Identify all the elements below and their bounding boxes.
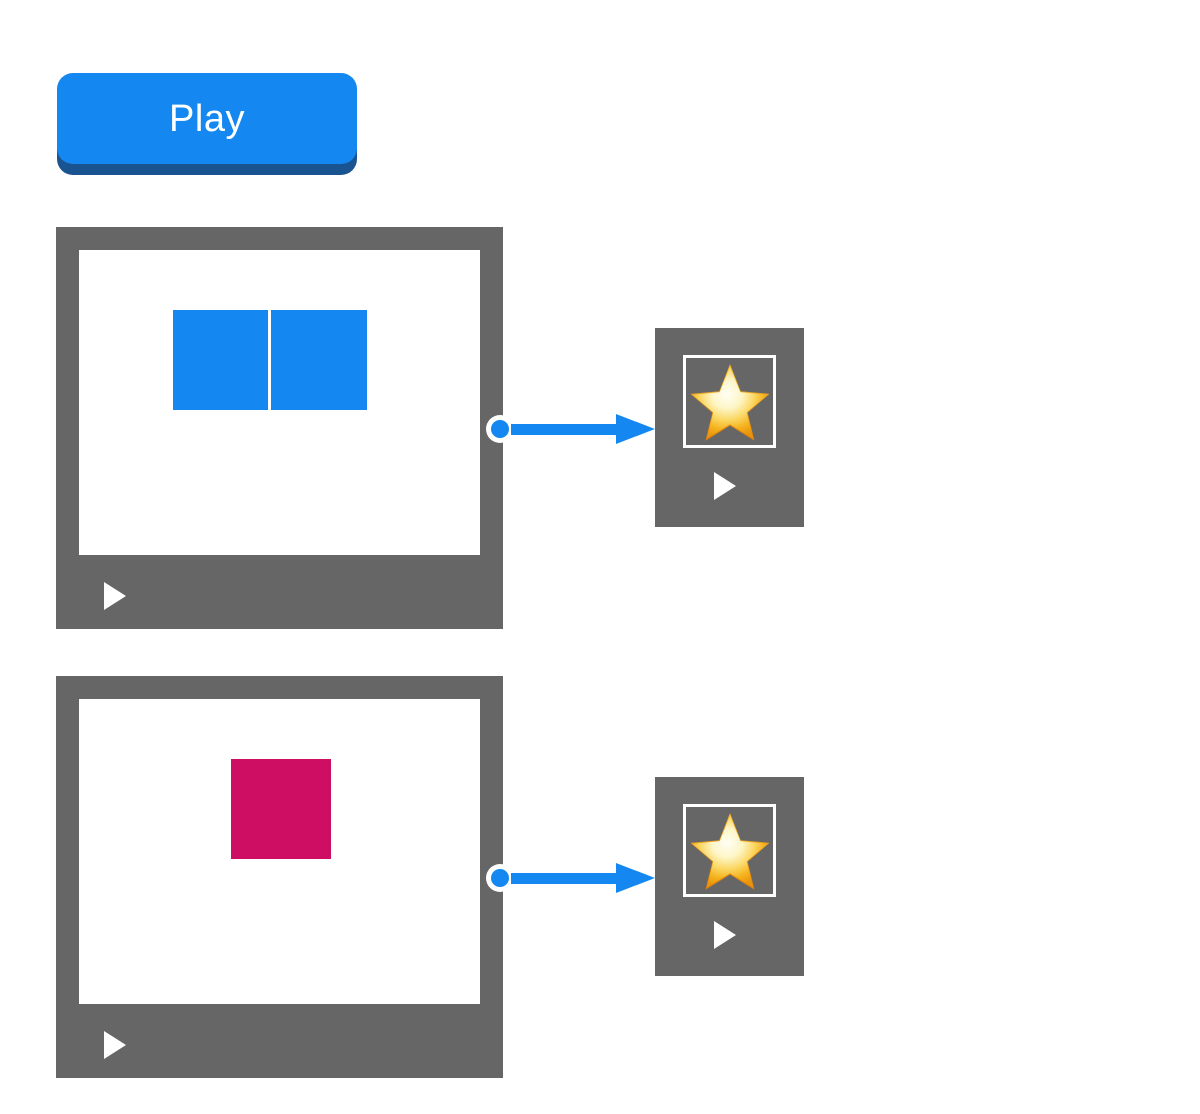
- stage-panel-0[interactable]: [56, 227, 503, 629]
- arrow-shaft: [511, 873, 623, 884]
- star-icon: [689, 812, 770, 890]
- play-triangle-icon[interactable]: [104, 582, 126, 610]
- storyboard-row: [0, 227, 1200, 629]
- thumbnail-panel-0[interactable]: [655, 328, 804, 527]
- play-triangle-icon[interactable]: [714, 921, 736, 949]
- arrow-connector-1: [486, 857, 661, 899]
- arrow-head-icon: [616, 414, 655, 444]
- play-triangle-icon[interactable]: [714, 472, 736, 500]
- stage-canvas-0[interactable]: [79, 250, 480, 555]
- star-icon: [689, 363, 770, 441]
- play-button-label: Play: [169, 97, 245, 140]
- thumbnail-panel-1[interactable]: [655, 777, 804, 976]
- play-triangle-icon[interactable]: [104, 1031, 126, 1059]
- storyboard-row: [0, 676, 1200, 1078]
- sprite-blue-right[interactable]: [271, 310, 367, 410]
- play-button[interactable]: Play: [57, 73, 357, 175]
- stage-panel-1[interactable]: [56, 676, 503, 1078]
- sprite-blue-left[interactable]: [173, 310, 268, 410]
- arrow-shaft: [511, 424, 623, 435]
- play-button-face: Play: [57, 73, 357, 164]
- thumbnail-frame-0[interactable]: [683, 355, 776, 448]
- arrow-connector-0: [486, 408, 661, 450]
- thumbnail-frame-1[interactable]: [683, 804, 776, 897]
- arrow-head-icon: [616, 863, 655, 893]
- sprite-magenta[interactable]: [231, 759, 331, 859]
- circle-dot-icon[interactable]: [491, 869, 509, 887]
- circle-dot-icon[interactable]: [491, 420, 509, 438]
- stage-canvas-1[interactable]: [79, 699, 480, 1004]
